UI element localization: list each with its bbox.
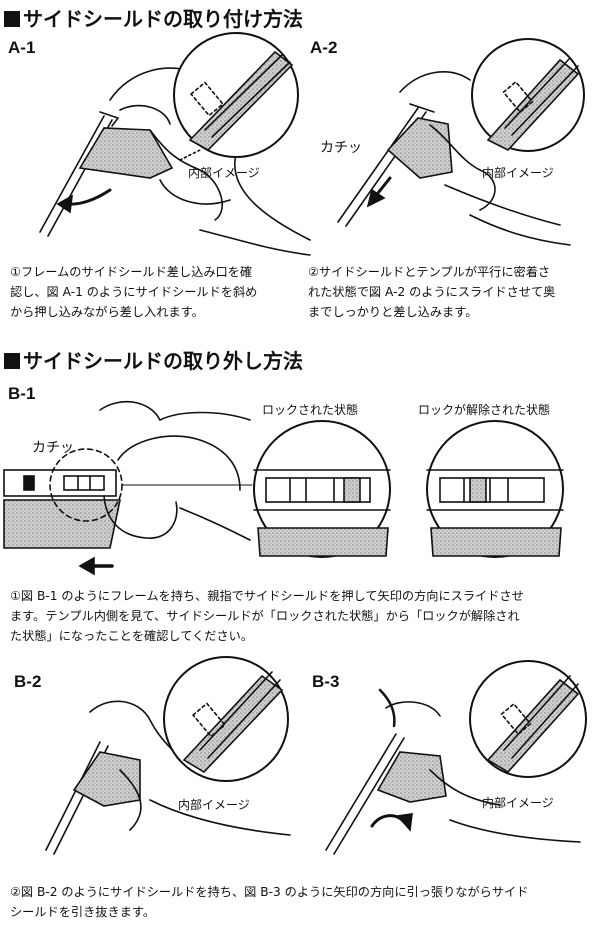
locked-state-label: ロックされた状態	[262, 402, 358, 417]
figure-label-a2: A-2	[310, 38, 338, 57]
bullet-square-icon	[4, 11, 20, 27]
caption-a1-line: から押し込みながら差し入れます。	[10, 305, 204, 319]
section-b-title-text: サイドシールドの取り外し方法	[23, 349, 303, 373]
caption-a1-line: ①フレームのサイドシールド差し込み口を確	[10, 265, 253, 279]
illustration-a1	[39, 32, 311, 256]
caption-b2-line: シールドを引き抜きます。	[10, 905, 156, 919]
figure-label-b1: B-1	[8, 384, 36, 403]
caption-b1-line: ①図 B-1 のようにフレームを持ち、親指でサイドシールドを押して矢印の方向にス…	[10, 589, 524, 603]
figure-label-b2: B-2	[14, 672, 42, 691]
inner-image-label-b2: 内部イメージ	[178, 797, 250, 812]
caption-a1-line: 認し、図 A-1 のようにサイドシールドを斜め	[10, 285, 258, 299]
illustration-b3	[325, 660, 587, 855]
caption-a1: ①フレームのサイドシールド差し込み口を確 認し、図 A-1 のようにサイドシール…	[10, 262, 300, 322]
caption-b2-line: ②図 B-2 のようにサイドシールドを持ち、図 B-3 のように矢印の方向に引っ…	[10, 885, 529, 899]
section-b-title: サイドシールドの取り外し方法	[4, 345, 303, 374]
click-label-a2: カチッ	[320, 140, 362, 156]
section-a-title-text: サイドシールドの取り付け方法	[23, 7, 303, 31]
inner-image-label-a2: 内部イメージ	[482, 165, 554, 180]
caption-b1: ①図 B-1 のようにフレームを持ち、親指でサイドシールドを押して矢印の方向にス…	[10, 586, 596, 646]
figure-label-b3: B-3	[312, 672, 340, 691]
caption-b1-line: た状態」になったことを確認してください。	[10, 629, 254, 643]
caption-b2: ②図 B-2 のようにサイドシールドを持ち、図 B-3 のように矢印の方向に引っ…	[10, 882, 596, 922]
figure-label-a1: A-1	[8, 38, 36, 57]
section-a-title: サイドシールドの取り付け方法	[4, 3, 303, 32]
click-label-b1: カチッ	[32, 440, 74, 456]
illustration-b1	[3, 401, 564, 576]
caption-a2-line: ②サイドシールドとテンプルが平行に密着さ	[308, 265, 551, 279]
inner-image-label-b3: 内部イメージ	[482, 795, 554, 810]
illustration-a2	[337, 38, 585, 246]
bullet-square-icon	[4, 353, 20, 369]
unlocked-state-label: ロックが解除された状態	[418, 402, 550, 417]
inner-image-label-a1: 内部イメージ	[188, 165, 260, 180]
caption-a2-line: れた状態で図 A-2 のようにスライドさせて奥	[308, 285, 556, 299]
caption-a2: ②サイドシールドとテンプルが平行に密着さ れた状態で図 A-2 のようにスライド…	[308, 262, 600, 322]
illustration-b2	[45, 656, 291, 855]
caption-a2-line: までしっかりと差し込みます。	[308, 305, 478, 319]
caption-b1-line: ます。テンプル内側を見て、サイドシールドが「ロックされた状態」から「ロックが解除…	[10, 609, 520, 623]
